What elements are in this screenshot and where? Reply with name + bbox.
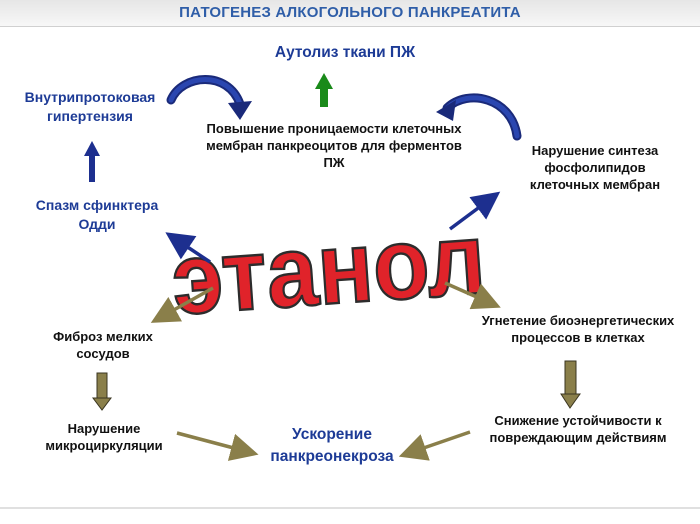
page-title: ПАТОГЕНЕЗ АЛКОГОЛЬНОГО ПАНКРЕАТИТА xyxy=(179,4,521,21)
arrow-to-fibrosis xyxy=(150,286,214,323)
node-microcirculation: Нарушение микроциркуляции xyxy=(45,421,163,453)
arrow-to-phospholipid xyxy=(448,191,501,231)
node-autolysis: Аутолиз ткани ПЖ xyxy=(274,44,416,61)
arrow-resistance-to-acceleration xyxy=(398,430,471,461)
node-hypertension: Внутрипротоковая гипертензия xyxy=(24,89,156,124)
bottom-divider xyxy=(0,507,700,509)
node-permeability: Повышение проницаемости клеточных мембра… xyxy=(206,121,462,170)
node-resistance: Снижение устойчивости к повреждающим дей… xyxy=(489,413,667,445)
node-acceleration: Ускорение панкреонекроза xyxy=(270,426,394,465)
blue-up-arrow xyxy=(84,141,100,182)
node-fibrosis: Фиброз мелких сосудов xyxy=(53,329,153,361)
arrow-to-bioenergetic xyxy=(444,281,501,310)
green-up-arrow xyxy=(315,73,333,107)
title-band xyxy=(0,0,700,27)
curved-arrow-right xyxy=(436,93,522,141)
arrow-microcirculation-to-acceleration xyxy=(176,431,259,461)
olive-down-arrow-left xyxy=(92,372,112,411)
arrow-to-sphincter xyxy=(165,232,211,264)
node-sphincter-spasm: Спазм сфинктера Одди xyxy=(35,197,159,232)
ethanol-wordart: этанол xyxy=(168,202,489,337)
curved-arrow-left xyxy=(166,75,252,120)
node-bioenergetic: Угнетение биоэнергетических процессов в … xyxy=(481,313,675,345)
node-phospholipid: Нарушение синтеза фосфолипидов клеточных… xyxy=(529,143,661,192)
olive-down-arrow-right xyxy=(560,360,581,409)
